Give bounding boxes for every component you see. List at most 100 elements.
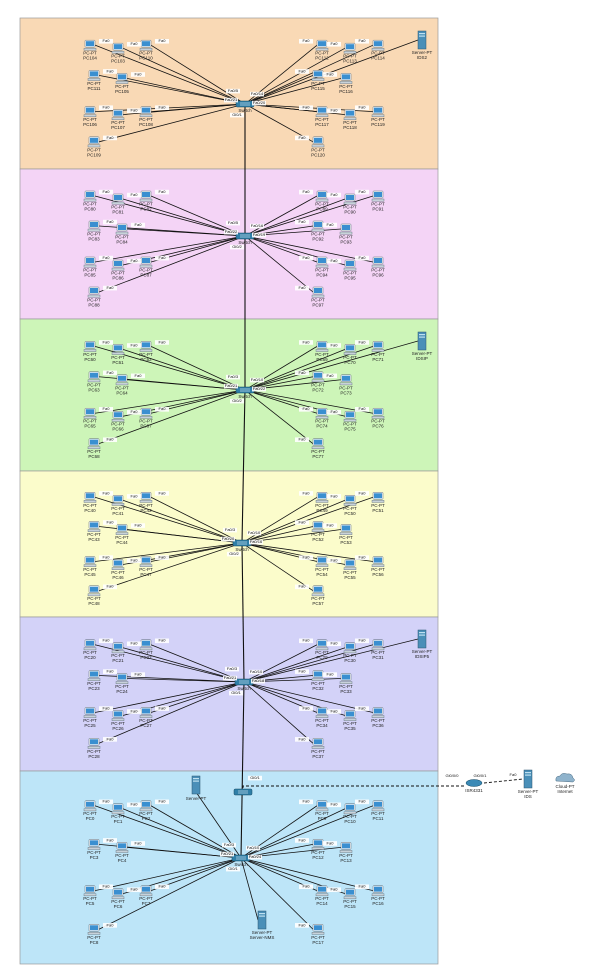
pc-device[interactable] — [87, 371, 101, 383]
pc-device[interactable] — [315, 341, 329, 352]
router-device[interactable] — [465, 779, 483, 787]
pc-device[interactable] — [315, 639, 329, 651]
pc-device[interactable] — [315, 707, 329, 718]
pc-device[interactable] — [315, 407, 329, 419]
pc-device[interactable] — [111, 559, 125, 570]
pc-device[interactable] — [139, 106, 153, 118]
pc-device[interactable] — [339, 524, 353, 535]
pc-device[interactable] — [83, 256, 97, 268]
pc-device[interactable] — [83, 492, 97, 503]
pc-device[interactable] — [371, 407, 385, 419]
pc-device[interactable] — [315, 800, 329, 812]
pc-device[interactable] — [371, 707, 385, 718]
pc-device[interactable] — [111, 888, 125, 900]
switch-device[interactable] — [235, 232, 255, 240]
pc-device[interactable] — [371, 341, 385, 352]
pc-device[interactable] — [83, 190, 97, 202]
pc-device[interactable] — [371, 639, 385, 651]
pc-device[interactable] — [139, 639, 153, 651]
pc-device[interactable] — [343, 559, 357, 570]
pc-device[interactable] — [83, 556, 97, 567]
pc-device[interactable] — [139, 800, 153, 812]
pc-device[interactable] — [139, 256, 153, 268]
pc-device[interactable] — [111, 42, 125, 54]
server-device[interactable] — [417, 629, 427, 649]
pc-device[interactable] — [343, 109, 357, 121]
pc-device[interactable] — [311, 438, 325, 450]
pc-device[interactable] — [371, 39, 385, 51]
pc-device[interactable] — [139, 707, 153, 718]
pc-device[interactable] — [371, 256, 385, 268]
pc-device[interactable] — [87, 738, 101, 749]
pc-device[interactable] — [83, 106, 97, 118]
switch-device[interactable] — [235, 386, 255, 394]
core-switch-device[interactable] — [233, 788, 253, 796]
pc-device[interactable] — [111, 193, 125, 205]
pc-device[interactable] — [139, 492, 153, 503]
pc-device[interactable] — [371, 556, 385, 567]
pc-device[interactable] — [343, 710, 357, 721]
pc-device[interactable] — [87, 839, 101, 850]
pc-device[interactable] — [115, 673, 129, 684]
pc-device[interactable] — [315, 39, 329, 51]
switch-device[interactable] — [234, 678, 254, 686]
pc-device[interactable] — [343, 42, 357, 54]
ids-server-device[interactable] — [523, 769, 533, 789]
pc-device[interactable] — [315, 885, 329, 897]
pc-device[interactable] — [371, 190, 385, 202]
pc-device[interactable] — [111, 259, 125, 271]
pc-device[interactable] — [343, 803, 357, 815]
pc-device[interactable] — [311, 924, 325, 935]
pc-device[interactable] — [139, 341, 153, 352]
pc-device[interactable] — [83, 407, 97, 419]
server-device[interactable] — [417, 30, 427, 50]
pc-device[interactable] — [139, 556, 153, 567]
pc-device[interactable] — [111, 642, 125, 654]
pc-device[interactable] — [339, 73, 353, 84]
pc-device[interactable] — [343, 259, 357, 271]
pc-device[interactable] — [315, 190, 329, 202]
pc-device[interactable] — [339, 223, 353, 235]
pc-device[interactable] — [371, 885, 385, 897]
pc-device[interactable] — [83, 707, 97, 718]
pc-device[interactable] — [339, 374, 353, 386]
pc-device[interactable] — [315, 106, 329, 118]
pc-device[interactable] — [339, 673, 353, 684]
pc-device[interactable] — [87, 670, 101, 681]
pc-device[interactable] — [87, 924, 101, 935]
pc-device[interactable] — [83, 639, 97, 651]
pc-device[interactable] — [311, 738, 325, 749]
pc-device[interactable] — [87, 136, 101, 148]
cloud-icon[interactable] — [555, 773, 575, 783]
pc-device[interactable] — [115, 374, 129, 386]
pc-device[interactable] — [311, 371, 325, 383]
pc-device[interactable] — [315, 256, 329, 268]
pc-device[interactable] — [311, 585, 325, 597]
pc-device[interactable] — [371, 106, 385, 118]
pc-device[interactable] — [311, 521, 325, 532]
pc-device[interactable] — [111, 410, 125, 422]
pc-device[interactable] — [111, 710, 125, 721]
pc-device[interactable] — [115, 842, 129, 853]
switch-device[interactable] — [232, 539, 252, 547]
pc-device[interactable] — [315, 492, 329, 503]
pc-device[interactable] — [115, 73, 129, 84]
pc-device[interactable] — [87, 521, 101, 532]
pc-device[interactable] — [315, 556, 329, 567]
pc-device[interactable] — [371, 800, 385, 812]
pc-device[interactable] — [87, 70, 101, 81]
pc-device[interactable] — [111, 495, 125, 506]
pc-device[interactable] — [343, 888, 357, 900]
pc-device[interactable] — [311, 839, 325, 850]
pc-device[interactable] — [343, 642, 357, 654]
pc-device[interactable] — [83, 800, 97, 812]
pc-device[interactable] — [343, 193, 357, 205]
pc-device[interactable] — [371, 492, 385, 503]
pc-device[interactable] — [87, 585, 101, 597]
pc-device[interactable] — [311, 70, 325, 81]
pc-device[interactable] — [139, 190, 153, 202]
pc-device[interactable] — [83, 39, 97, 51]
pc-device[interactable] — [139, 885, 153, 897]
switch-device[interactable] — [235, 100, 255, 108]
pc-device[interactable] — [343, 344, 357, 355]
